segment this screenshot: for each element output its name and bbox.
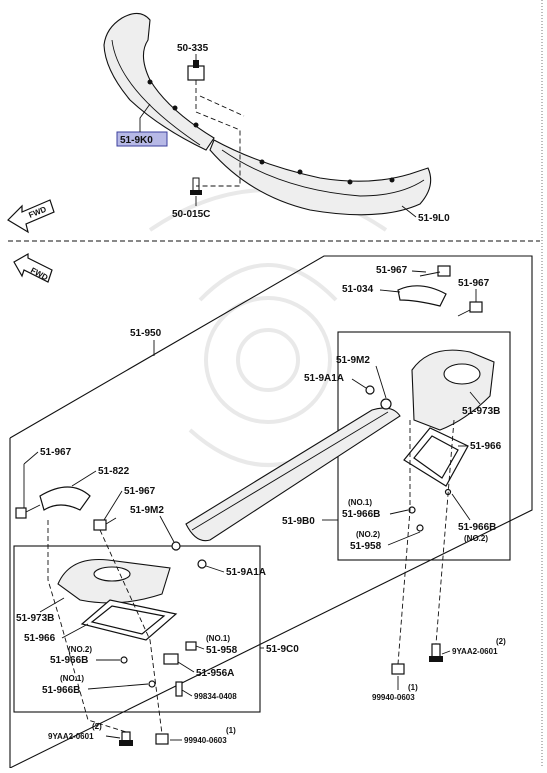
bottom-fasteners <box>119 643 443 746</box>
label-51-9b0: 51-9B0 <box>282 516 315 527</box>
label-51-967: 51-967 <box>40 447 72 458</box>
label-99940-0603: 99940-0603 <box>372 693 415 702</box>
label-no1: (NO.1) <box>60 674 84 683</box>
label-51-9c0: 51-9C0 <box>266 644 299 655</box>
front-lip-left-part <box>103 12 215 151</box>
front-lip-right-part <box>209 139 432 216</box>
label-51-9k0: 51-9K0 <box>120 135 153 146</box>
label-51-9m2: 51-9M2 <box>336 355 370 366</box>
label-99940-0603: 99940-0603 <box>184 736 227 745</box>
clip-part <box>187 60 205 81</box>
install-line <box>435 419 455 645</box>
install-line <box>99 529 163 735</box>
bracket-part <box>397 285 447 307</box>
left-bracket-part <box>15 486 91 519</box>
label-51-9a1a: 51-9A1A <box>304 373 344 384</box>
grommet-part <box>365 385 392 410</box>
highlighted-part-box <box>116 131 168 147</box>
label-51-966: 51-966 <box>24 633 56 644</box>
install-line <box>47 520 127 733</box>
bolt-mid-part <box>93 517 117 531</box>
label-51-950: 51-950 <box>130 328 162 339</box>
label-51-966b: 51-966B <box>458 522 496 533</box>
label-50-335: 50-335 <box>177 43 209 54</box>
label-51-034: 51-034 <box>342 284 374 295</box>
label-51-966b: 51-966B <box>50 655 88 666</box>
label-51-822: 51-822 <box>98 466 130 477</box>
label-qty: (1) <box>408 683 418 692</box>
label-51-9a1a: 51-9A1A <box>226 567 266 578</box>
label-no2: (NO.2) <box>68 645 92 654</box>
label-51-958: 51-958 <box>350 541 382 552</box>
label-51-966b: 51-966B <box>342 509 380 520</box>
washer-part <box>120 488 452 697</box>
gasket-left-part <box>80 599 178 641</box>
assembly-frame <box>9 255 533 769</box>
fwd-arrow-bottom: FWD <box>13 252 53 283</box>
label-51-958: 51-958 <box>206 645 238 656</box>
label-51-967: 51-967 <box>124 486 156 497</box>
install-line <box>199 95 245 117</box>
label-no2: (NO.2) <box>464 534 488 543</box>
subassembly-frame-9c0 <box>13 545 261 713</box>
label-no2: (NO.2) <box>356 530 380 539</box>
label-51-973b: 51-973B <box>16 613 54 624</box>
label-qty: (2) <box>496 637 506 646</box>
bolt-right-part <box>457 301 483 317</box>
label-51-9l0: 51-9L0 <box>418 213 450 224</box>
label-51-9m2: 51-9M2 <box>130 505 164 516</box>
label-9yaa2-0601: 9YAA2-0601 <box>452 647 498 656</box>
label-51-966: 51-966 <box>470 441 502 452</box>
label-9yaa2-0601: 9YAA2-0601 <box>48 732 94 741</box>
label-50-015c: 50-015C <box>172 209 210 220</box>
label-no1: (NO.1) <box>206 634 230 643</box>
bolt-top-part <box>419 265 451 277</box>
label-no1: (NO.1) <box>348 498 372 507</box>
label-51-956a: 51-956A <box>196 668 234 679</box>
side-support-right-part <box>411 349 495 431</box>
label-qty: (2) <box>92 722 102 731</box>
side-support-left-part <box>57 558 171 604</box>
label-51-967: 51-967 <box>458 278 490 289</box>
label-qty: (1) <box>226 726 236 735</box>
install-line <box>397 420 411 665</box>
gasket-right-part <box>403 427 469 487</box>
label-51-973b: 51-973B <box>462 406 500 417</box>
fwd-arrow-top: FWD <box>7 199 55 234</box>
grommet-lower-part <box>171 541 207 569</box>
spoiler-blade-part <box>185 407 401 542</box>
label-51-966b: 51-966B <box>42 685 80 696</box>
screw-part <box>190 177 202 195</box>
label-99834-0408: 99834-0408 <box>194 692 237 701</box>
label-51-967: 51-967 <box>376 265 408 276</box>
